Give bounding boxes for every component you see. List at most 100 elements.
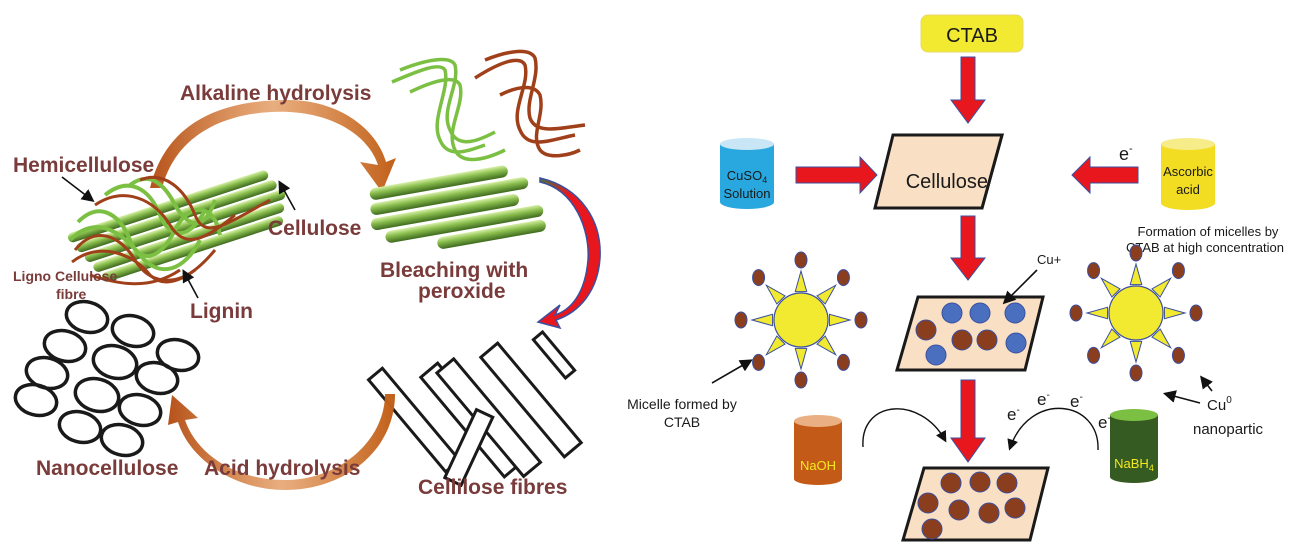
cu-particle xyxy=(1189,304,1203,322)
cu-particle xyxy=(1087,262,1101,280)
lignin-label: Lignin xyxy=(190,300,253,323)
bleaching-label-line1: Bleaching with xyxy=(380,259,528,282)
ligno-cellulose-label-line2: fibre xyxy=(56,286,87,302)
cu0-pointer-2 xyxy=(1200,375,1213,392)
micelle-spike xyxy=(1129,340,1143,364)
red-arrow-cu-plus-to-cu0 xyxy=(950,379,986,463)
naoh-curved-arrow xyxy=(862,408,947,448)
cu-particle xyxy=(794,371,808,389)
cu0-particles xyxy=(917,471,1026,540)
micelle-core xyxy=(773,292,829,348)
cu-particle xyxy=(1171,346,1185,364)
alkaline-hydrolysis-label: Alkaline hydrolysis xyxy=(180,82,371,105)
svg-text:e-: e- xyxy=(1070,392,1083,411)
ligno-cellulose-label-line1: Ligno Cellulose xyxy=(13,268,117,284)
cu-particle xyxy=(836,353,850,371)
ctab-box: CTAB xyxy=(920,14,1024,53)
red-arrow-cellulose-to-cu-plus xyxy=(949,215,987,281)
acid-hydrolysis-arrow xyxy=(168,394,395,490)
naoh-label: NaOH xyxy=(800,458,836,473)
formation-label-line1: Formation of micelles by xyxy=(1138,224,1279,239)
micelle-spike xyxy=(1129,262,1143,286)
micelle-spike xyxy=(1085,306,1109,320)
micelle-spike xyxy=(1151,277,1172,298)
hemicellulose-pointer xyxy=(61,176,95,202)
acid-hydrolysis-label: Acid hydrolysis xyxy=(204,457,360,480)
cu-particle xyxy=(1129,364,1143,382)
micelle-core xyxy=(1108,285,1164,341)
micelle-spike xyxy=(765,284,786,305)
nabh4-label: NaBH4 xyxy=(1114,456,1154,473)
nabh4-curved-arrow xyxy=(1007,407,1099,451)
cu-plus-label: Cu+ xyxy=(1037,252,1061,267)
nabh4-cylinder: NaBH4 xyxy=(1110,409,1158,483)
cellulose-fibres-rectangles xyxy=(366,329,584,488)
cuso4-label: CuSO4 xyxy=(727,168,767,185)
svg-text:e-: e- xyxy=(1037,390,1050,409)
cuso4-cylinder: CuSO4 Solution xyxy=(720,138,774,209)
cu-particle xyxy=(1171,262,1185,280)
cu-plus-pointer xyxy=(1002,269,1038,305)
alkaline-hydrolysis-arrow xyxy=(150,100,396,192)
cellulose-rods xyxy=(369,165,546,249)
nanocellulose-ellipses xyxy=(13,299,201,458)
micelle-spike xyxy=(794,269,808,293)
formation-label-line2: CTAB at high concentration xyxy=(1126,240,1284,255)
micelle-pointer xyxy=(711,359,753,384)
left-panel: Alkaline hydrolysis Hemicellulose Cellul… xyxy=(13,49,601,499)
bleaching-label-line2: peroxide xyxy=(418,280,506,303)
nanocellulose-label: Nanocellulose xyxy=(36,457,178,480)
micelle-spike xyxy=(816,335,837,356)
ascorbic-label-line1: Ascorbic xyxy=(1163,164,1213,179)
micelle-spike xyxy=(750,313,774,327)
naoh-cylinder: NaOH xyxy=(794,415,842,485)
nanoparticle-label: nanopartic xyxy=(1193,421,1264,438)
cu-particle xyxy=(752,269,766,287)
cellulose-label-right: Cellulose xyxy=(906,171,988,193)
cu0-parallelogram xyxy=(901,466,1050,542)
micelle-spike xyxy=(1100,328,1121,349)
micelle-spike xyxy=(828,313,852,327)
cu-particle xyxy=(794,251,808,269)
cu-particle xyxy=(734,311,748,329)
separated-strands xyxy=(391,49,586,162)
cellulose-fibres-label: Cellilose fibres xyxy=(418,476,567,499)
cellulose-pointer xyxy=(278,180,296,211)
cellulose-main: Cellulose xyxy=(873,133,1004,210)
electron-labels-nabh4: e- e- e- e- xyxy=(1007,390,1111,432)
cu0-label: Cu0 xyxy=(1207,395,1232,414)
cu-particle xyxy=(1129,244,1143,262)
bleaching-arrow xyxy=(536,177,601,330)
cuso4-solution-label: Solution xyxy=(724,186,771,201)
micelle-left xyxy=(734,251,868,389)
ctab-label: CTAB xyxy=(946,25,998,47)
red-arrow-ascorbic-to-cellulose xyxy=(1071,155,1139,195)
micelle-label-line2: CTAB xyxy=(664,414,700,430)
cu-particle xyxy=(1087,346,1101,364)
svg-text:e-: e- xyxy=(1007,405,1020,424)
micelle-spike xyxy=(1100,277,1121,298)
micelle-spike xyxy=(794,347,808,371)
cu0-pointer-1 xyxy=(1162,390,1201,404)
ascorbic-label-line2: acid xyxy=(1176,182,1200,197)
ascorbic-acid-cylinder: Ascorbic acid xyxy=(1161,138,1215,210)
cellulose-label: Cellulose xyxy=(268,217,361,240)
right-panel: CTAB Cellulose CuSO4 Solution Ascorbic a… xyxy=(627,14,1284,542)
micelle-spike xyxy=(816,284,837,305)
cu-particle xyxy=(854,311,868,329)
micelle-spike xyxy=(1151,328,1172,349)
micelle-spike xyxy=(765,335,786,356)
cu-particle xyxy=(836,269,850,287)
red-arrow-ctab-to-cellulose xyxy=(950,56,986,124)
hemicellulose-label: Hemicellulose xyxy=(13,154,154,177)
red-arrow-cuso4-to-cellulose xyxy=(795,155,878,195)
svg-text:e-: e- xyxy=(1098,413,1111,432)
lignin-pointer xyxy=(182,269,199,299)
electron-label-ascorbic: e- xyxy=(1119,143,1133,164)
ligno-cellulose-fibre-bundle xyxy=(67,170,286,286)
micelle-label-line1: Micelle formed by xyxy=(627,396,737,412)
cu-particle xyxy=(1069,304,1083,322)
cu-plus-particles xyxy=(915,302,1027,366)
cu-plus-parallelogram xyxy=(895,295,1045,372)
